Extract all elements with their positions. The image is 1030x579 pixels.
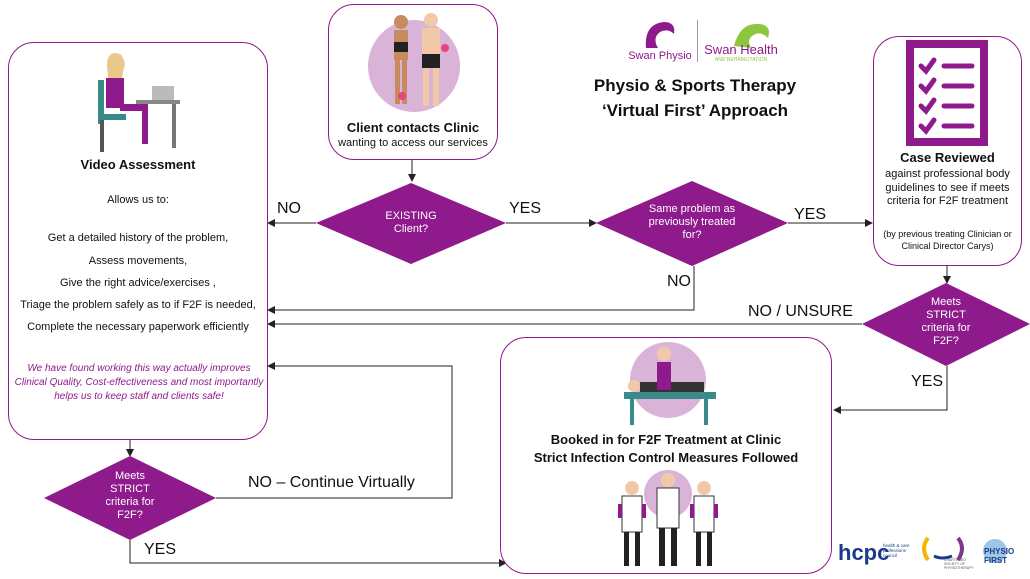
label-yes-existing: YES: [509, 200, 542, 217]
label-no-unsure: NO / UNSURE: [748, 303, 853, 320]
logo-right-text: Swan Health: [704, 42, 778, 57]
meets-criteria-left-text: Meets STRICT criteria for F2F?: [105, 470, 155, 521]
desk-assessment-illustration-icon: [98, 53, 180, 152]
checklist-icon: [906, 40, 988, 146]
label-no-existing: NO: [277, 200, 301, 217]
label-no-continue-virtually: NO – Continue Virtually: [248, 474, 415, 491]
booked-line-2: Strict Infection Control Measures Follow…: [533, 450, 799, 465]
case-box-small: (by previous treating Clinician or Clini…: [883, 229, 1012, 251]
video-box-item-3: Give the right advice/exercises ,: [60, 277, 216, 289]
same-problem-diamond: [596, 181, 788, 266]
hcpc-subtext: health & care professions council: [883, 543, 910, 558]
client-box-title: Client contacts Clinic: [346, 120, 480, 135]
page-title-line-2: ‘Virtual First’ Approach: [601, 101, 789, 120]
client-box-subtitle: wanting to access our services: [338, 137, 488, 149]
video-box-item-2: Assess movements,: [88, 255, 188, 267]
video-box-intro: Allows us to:: [107, 194, 169, 206]
case-box-title: Case Reviewed: [900, 150, 995, 165]
same-problem-text: Same problem as previously treated for?: [648, 203, 736, 241]
label-yes-same: YES: [794, 206, 827, 223]
csp-logo-icon: [922, 536, 964, 562]
case-box-text: against professional body guidelines to …: [885, 168, 1010, 207]
label-no-same: NO: [667, 273, 691, 290]
video-box-note: We have found working this way actually …: [14, 363, 264, 402]
existing-client-text: EXISTING Client?: [385, 210, 437, 235]
ppe-staff-illustration-icon: [618, 470, 718, 566]
physio-first-logo-icon: [983, 539, 1007, 563]
meets-criteria-right-diamond: [862, 283, 1030, 366]
physio-first-text: PHYSIO FIRST: [984, 547, 1015, 565]
swan-health-logo-icon: [734, 23, 769, 48]
page-title-line-1: Physio & Sports Therapy: [593, 76, 797, 95]
existing-client-diamond: [316, 183, 506, 264]
label-yes-meets-left: YES: [144, 541, 177, 558]
client-illustration-icon: [368, 13, 460, 112]
video-box-item-4: Triage the problem safely as to if F2F i…: [20, 299, 256, 311]
swan-physio-logo-icon: [645, 22, 675, 48]
video-box-item-5: Complete the necessary paperwork efficie…: [27, 321, 249, 333]
logo-right-subtext: AND REHABILITATION: [714, 57, 768, 63]
csp-subtext: CHARTERED SOCIETY OF PHYSIOTHERAPY: [944, 558, 974, 570]
booked-line-1: Booked in for F2F Treatment at Clinic: [550, 432, 782, 447]
treatment-table-illustration-icon: [624, 342, 716, 425]
video-box-title: Video Assessment: [80, 157, 196, 172]
video-box-item-1: Get a detailed history of the problem,: [47, 232, 229, 244]
meets-criteria-right-text: Meets STRICT criteria for F2F?: [921, 296, 971, 347]
logo-left-text: Swan Physio: [628, 50, 692, 62]
label-yes-meets-right: YES: [911, 373, 944, 390]
logo-divider: [697, 20, 698, 62]
hcpc-logo: hcpc: [838, 540, 890, 565]
meets-criteria-left-diamond: [44, 456, 216, 540]
